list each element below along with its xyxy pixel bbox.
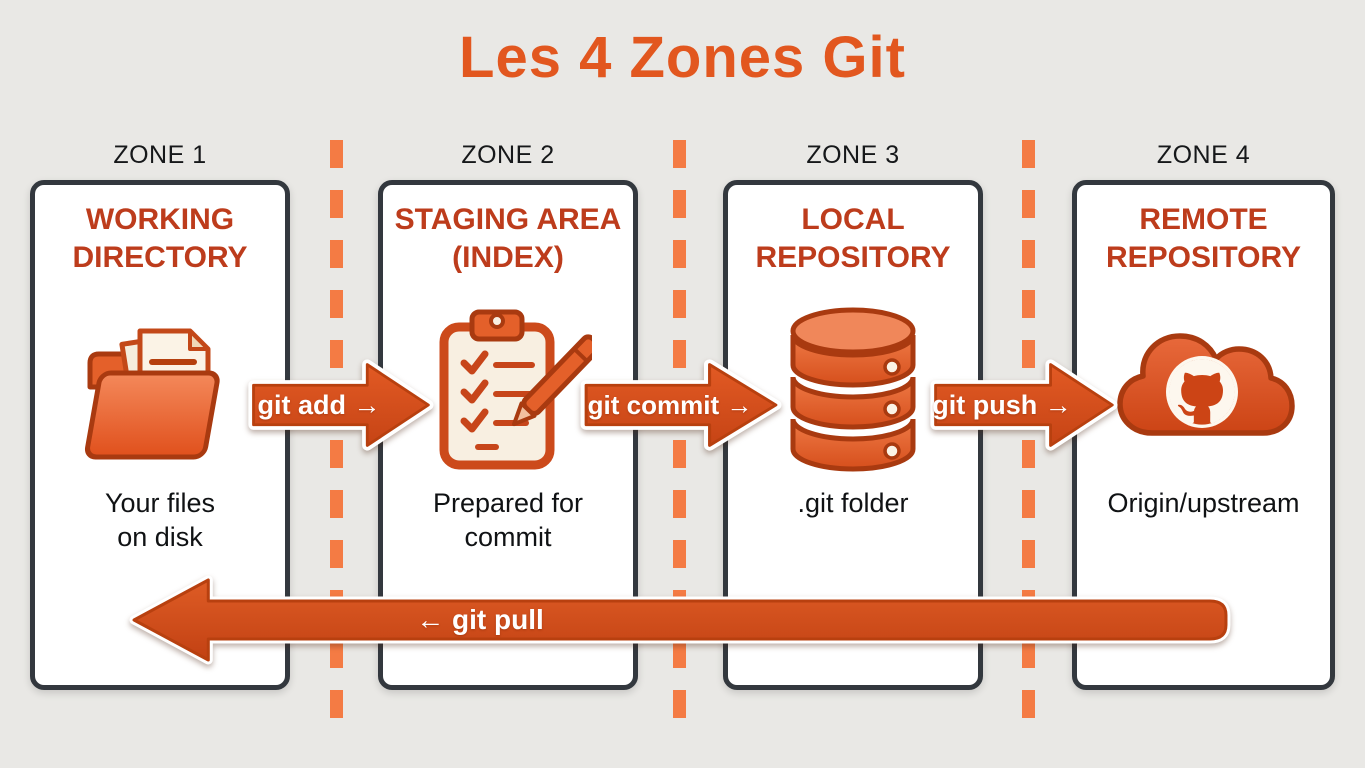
page-title: Les 4 Zones Git [459,25,906,90]
zone-separator-2 [673,140,686,732]
zone-caption: Prepared for commit [432,488,584,552]
git-commit-label: git commit → [587,389,753,420]
zone-caption: .git folder [797,488,909,518]
zone-label-1: ZONE 1 [113,141,207,169]
zone-caption: Origin/upstream [1107,488,1300,518]
zone-label-2: ZONE 2 [461,141,555,169]
cloud-github-octocat-icon [1077,297,1330,477]
git-add-arrow: git add → [246,358,434,452]
zone-heading: WORKING DIRECTORY [72,203,248,275]
git-push-label: git push → [932,389,1072,420]
clipboard-checklist-pen-icon [383,297,633,477]
zone-heading: REMOTE REPOSITORY [1105,203,1302,275]
git-add-label: git add → [257,389,381,420]
git-pull-arrow: ← git pull [128,574,1232,666]
zone-label-4: ZONE 4 [1156,141,1251,169]
git-commit-arrow: git commit → [578,358,782,452]
zone-separator-1 [330,140,343,732]
zone-box-working-directory: WORKING DIRECTORY [30,180,290,690]
database-cylinder-icon [728,297,978,477]
zone-separator-3 [1022,140,1035,732]
open-folder-documents-icon [35,297,285,477]
git-pull-label: ← git pull [416,604,544,635]
zone-label-3: ZONE 3 [806,141,900,169]
git-push-arrow: git push → [928,358,1118,452]
zone-heading: LOCAL REPOSITORY [755,203,951,275]
zone-caption: Your files on disk [104,488,216,552]
zone-heading: STAGING AREA (INDEX) [394,203,622,275]
